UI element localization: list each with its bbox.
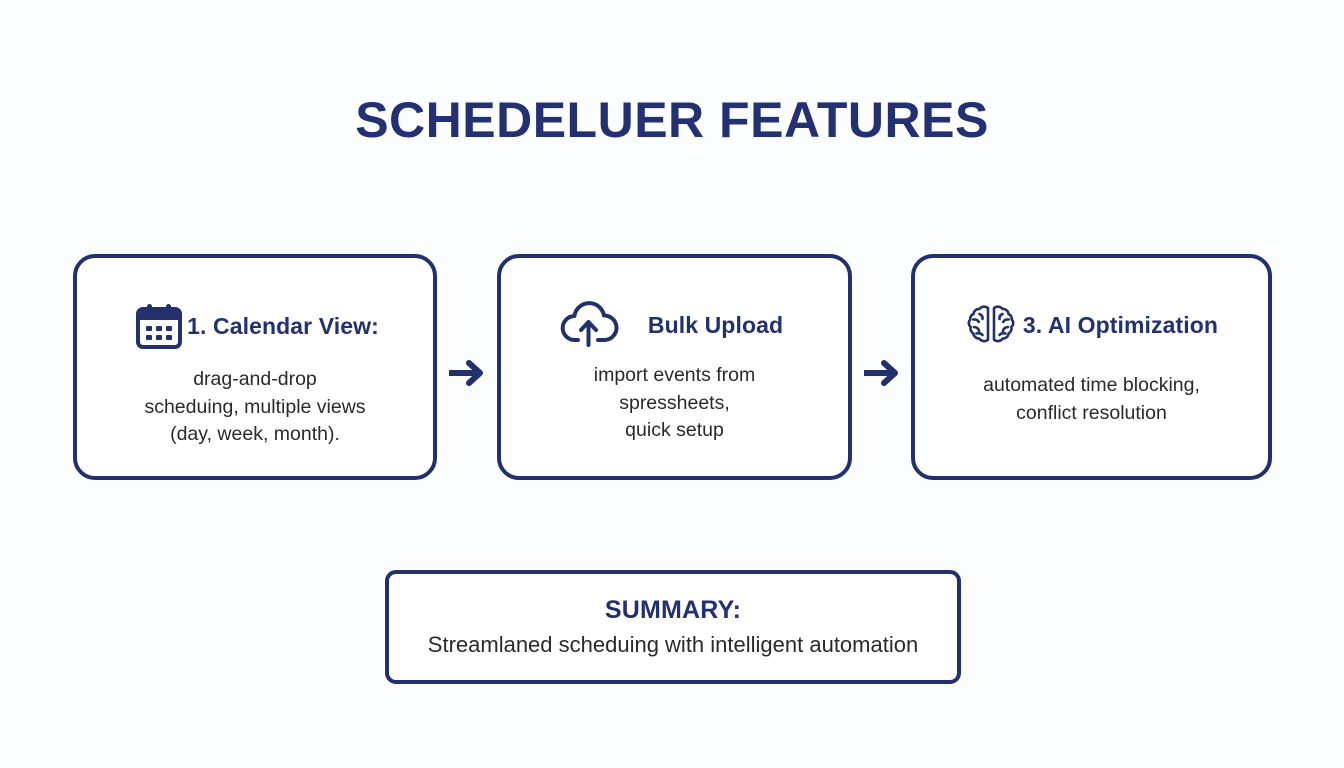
feature-card-calendar-view[interactable]: 1. Calendar View: drag-and-drop scheduin… bbox=[73, 254, 437, 480]
page-title: SCHEDELUER FEATURES bbox=[355, 92, 989, 148]
arrow-right-icon bbox=[446, 356, 490, 390]
brain-icon bbox=[965, 300, 1017, 350]
feature-card-ai-optimization[interactable]: 3. AI Optimization automated time blocki… bbox=[911, 254, 1272, 480]
cloud-upload-icon bbox=[560, 300, 620, 350]
feature-card-body-line: scheduing, multiple views bbox=[144, 395, 366, 418]
arrow-right-icon bbox=[861, 356, 905, 390]
feature-card-body: automated time blocking, conflict resolu… bbox=[969, 372, 1214, 427]
feature-card-body-line: (day, week, month). bbox=[170, 423, 340, 445]
feature-card-bulk-upload[interactable]: Bulk Upload import events from spresshee… bbox=[497, 254, 852, 480]
feature-card-body-line: automated time blocking, bbox=[983, 374, 1200, 396]
summary-text: Streamlaned scheduing with intelligent a… bbox=[427, 632, 919, 657]
feature-card-header: 1. Calendar View: bbox=[131, 300, 379, 352]
feature-card-body-line: drag-and-drop bbox=[193, 368, 317, 390]
feature-card-body: drag-and-drop scheduing, multiple views … bbox=[130, 366, 379, 449]
feature-card-header: 3. AI Optimization bbox=[965, 300, 1218, 350]
feature-card-title: 3. AI Optimization bbox=[1022, 311, 1219, 338]
feature-card-header: Bulk Upload bbox=[560, 300, 783, 350]
feature-card-title: Bulk Upload bbox=[647, 311, 784, 338]
feature-card-body-line: spressheets, bbox=[619, 391, 730, 414]
calendar-icon bbox=[131, 300, 187, 352]
feature-card-body-line: quick setup bbox=[625, 419, 724, 441]
feature-card-title: 1. Calendar View: bbox=[187, 312, 379, 339]
summary-box: SUMMARY: Streamlaned scheduing with inte… bbox=[385, 570, 961, 684]
summary-title: SUMMARY: bbox=[604, 596, 742, 624]
feature-card-body-line: import events from bbox=[593, 364, 756, 386]
feature-card-body-line: conflict resolution bbox=[1016, 401, 1167, 424]
feature-card-body: import events from spressheets, quick se… bbox=[580, 362, 769, 445]
